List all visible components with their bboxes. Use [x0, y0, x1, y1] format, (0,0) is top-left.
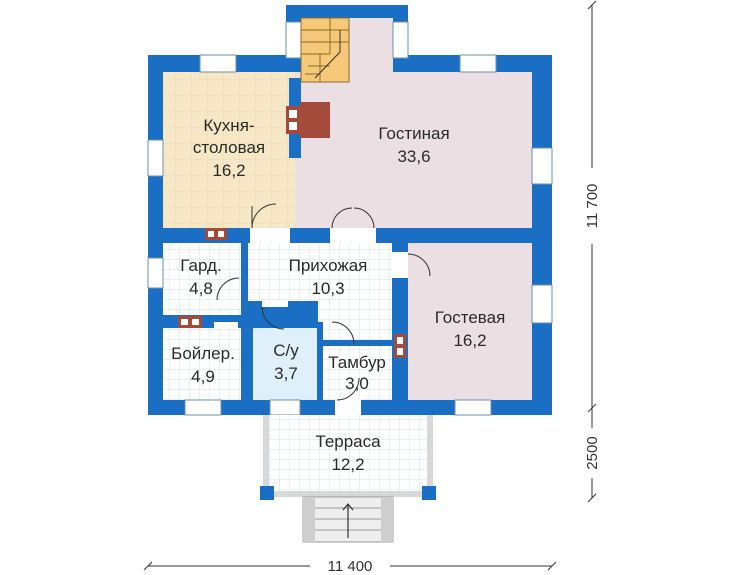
hall-label: Прихожая	[289, 256, 368, 275]
terrace-dim-bg	[582, 428, 602, 478]
bathroom-label: С/у	[273, 341, 299, 360]
width-dimension: 11 400	[328, 558, 373, 575]
vent-holes	[181, 231, 403, 355]
living-label: Гостиная	[378, 124, 449, 143]
wardrobe-area: 4,8	[189, 279, 213, 298]
guest-label: Гостевая	[435, 308, 506, 327]
staircase	[300, 17, 350, 83]
living-floor	[295, 72, 532, 228]
terrace	[260, 415, 436, 500]
boiler-floor	[163, 328, 241, 400]
guest-area: 16,2	[453, 331, 486, 350]
hall-floor-lower	[318, 301, 392, 341]
boiler-label: Бойлер.	[171, 344, 235, 363]
bathroom-floor	[253, 328, 317, 400]
width-dim-bg	[310, 556, 390, 574]
terrace-area: 12,2	[331, 455, 364, 474]
entrance-steps	[302, 496, 394, 543]
terrace-label: Терраса	[315, 432, 381, 451]
depth-terrace-dimension: 2500	[584, 436, 601, 469]
kitchen-label: Кухня-	[203, 116, 254, 135]
bathroom-area: 3,7	[274, 364, 298, 383]
vestibule-area: 3,0	[345, 374, 369, 393]
kitchen-area: 16,2	[212, 161, 245, 180]
kitchen-floor	[163, 72, 295, 228]
vestibule-label: Тамбур	[328, 353, 386, 372]
fireplace	[286, 102, 330, 138]
wardrobe-label: Гард.	[180, 256, 221, 275]
doors	[214, 203, 431, 415]
hall-floor	[248, 243, 392, 301]
vestibule-floor	[323, 346, 392, 400]
boiler-area: 4,9	[191, 367, 215, 386]
kitchen-label-2: столовая	[193, 138, 265, 157]
living-area: 33,6	[397, 147, 430, 166]
hall-area: 10,3	[311, 279, 344, 298]
windows	[147, 21, 553, 416]
depth-house-dimension: 11 700	[584, 184, 601, 229]
depth-dim-bg	[582, 168, 602, 244]
